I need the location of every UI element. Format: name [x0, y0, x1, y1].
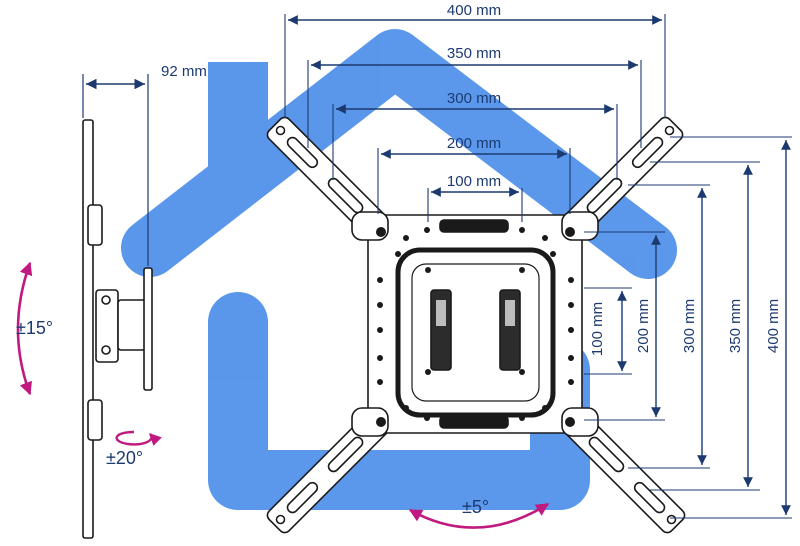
h-dim-100: 100 mm: [447, 173, 501, 190]
rotation-indicator: ±5°: [408, 497, 550, 529]
tilt-label: ±15°: [16, 318, 53, 338]
depth-label: 92 mm: [161, 63, 207, 80]
wall-plate: [82, 119, 94, 539]
horizontal-dimensions: [284, 14, 666, 222]
tilt-indicator: ±15°: [16, 261, 53, 396]
side-view-mount: [82, 119, 153, 539]
bracket-center-plate: [351, 211, 599, 437]
depth-dimension: 92 mm: [82, 63, 207, 266]
horizontal-dimension-arrows: [288, 15, 662, 197]
h-dim-200: 200 mm: [447, 135, 501, 152]
rotation-label: ±5°: [462, 497, 489, 517]
tv-plate-side: [143, 267, 153, 391]
v-dim-100: 100 mm: [589, 302, 606, 356]
vertical-dimension-arrows: [617, 140, 791, 515]
vertical-dimensions: [584, 136, 792, 519]
h-dim-300: 300 mm: [447, 90, 501, 107]
v-dim-200: 200 mm: [635, 299, 652, 353]
v-dim-400: 400 mm: [765, 299, 782, 353]
swivel-indicator: ±20°: [106, 430, 162, 468]
swivel-label: ±20°: [106, 448, 143, 468]
h-dim-400: 400 mm: [447, 2, 501, 19]
bracket-mount-holes: [376, 227, 575, 427]
v-dim-300: 300 mm: [681, 299, 698, 353]
arm-joint-lower: [117, 299, 147, 351]
h-dim-350: 350 mm: [447, 45, 501, 62]
v-dim-350: 350 mm: [727, 299, 744, 353]
